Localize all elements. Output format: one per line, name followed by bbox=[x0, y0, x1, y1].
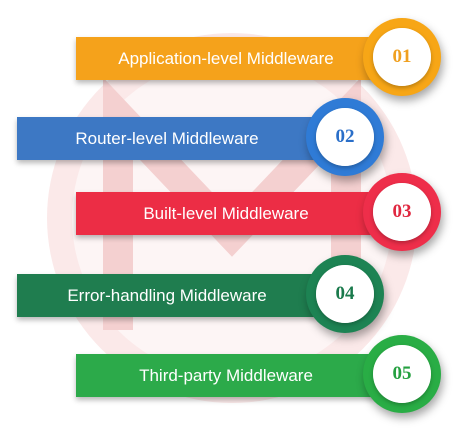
number-label-1: 01 bbox=[392, 46, 412, 67]
middleware-bar-5: Third-party Middleware bbox=[76, 354, 376, 397]
middleware-label-3: Built-level Middleware bbox=[143, 203, 309, 223]
middleware-bar-1: Application-level Middleware bbox=[76, 37, 376, 80]
middleware-bar-3: Built-level Middleware bbox=[76, 192, 376, 235]
number-badge-1: 01 bbox=[363, 18, 441, 96]
number-badge-2: 02 bbox=[306, 98, 384, 176]
number-badge-inner-3: 03 bbox=[373, 183, 431, 241]
number-label-5: 05 bbox=[392, 363, 412, 384]
number-badge-3: 03 bbox=[363, 173, 441, 251]
middleware-label-4: Error-handling Middleware bbox=[67, 285, 267, 305]
number-badge-5: 05 bbox=[363, 335, 441, 413]
middleware-label-5: Third-party Middleware bbox=[139, 365, 313, 385]
middleware-bar-4: Error-handling Middleware bbox=[17, 274, 317, 317]
number-badge-inner-5: 05 bbox=[373, 345, 431, 403]
number-label-4: 04 bbox=[335, 283, 355, 304]
number-label-3: 03 bbox=[392, 201, 412, 222]
number-label-2: 02 bbox=[335, 126, 355, 147]
number-badge-inner-2: 02 bbox=[316, 108, 374, 166]
middleware-bar-2: Router-level Middleware bbox=[17, 117, 317, 160]
number-badge-4: 04 bbox=[306, 255, 384, 333]
middleware-label-1: Application-level Middleware bbox=[118, 48, 334, 68]
number-badge-inner-1: 01 bbox=[373, 28, 431, 86]
number-badge-inner-4: 04 bbox=[316, 265, 374, 323]
middleware-label-2: Router-level Middleware bbox=[75, 128, 259, 148]
